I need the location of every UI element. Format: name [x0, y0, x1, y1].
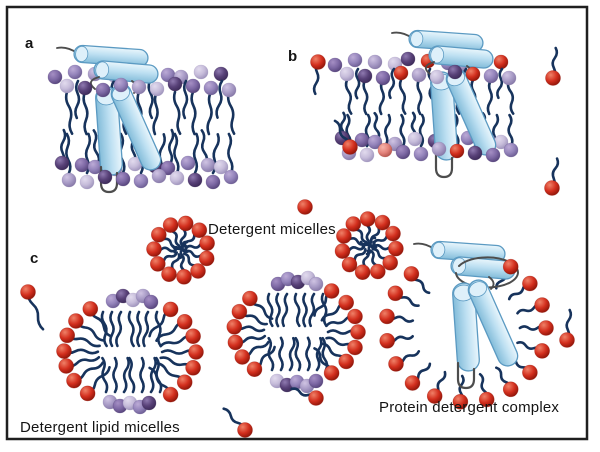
panel-b-label: b — [288, 48, 298, 65]
protein-detergent-complex-label: Protein detergent complex — [379, 399, 560, 416]
panel-a-label: a — [25, 35, 34, 52]
detergent-lipid-micelles-label: Detergent lipid micelles — [20, 419, 180, 436]
panel-c-label: c — [30, 250, 39, 267]
detergent-micelles-label: Detergent micelles — [208, 221, 336, 238]
